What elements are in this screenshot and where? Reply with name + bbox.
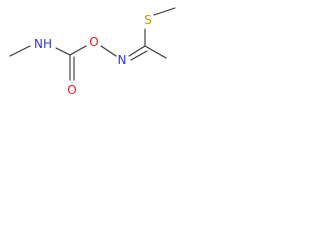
bonds: [9, 7, 176, 81]
bond-carbonyl-oether: [69, 45, 87, 56]
bond-c-methyl: [144, 45, 167, 59]
bond-n-c-1: [128, 45, 146, 57]
structure-canvas: NH O O N S: [0, 0, 190, 112]
bond-n-c-2: [130, 50, 148, 61]
atoms: NH O O N S: [34, 13, 152, 97]
atom-o-ether: O: [89, 35, 98, 49]
bond-s-methyl: [153, 7, 176, 16]
molecule-diagram: NH O O N S: [9, 7, 176, 97]
atom-s: S: [144, 13, 152, 27]
atom-o-carbonyl: O: [67, 83, 76, 97]
atom-nh: NH: [34, 37, 52, 51]
bond-nh-carbonyl: [55, 47, 71, 56]
bond-methyl-nh: [9, 45, 31, 57]
bond-oether-n: [100, 45, 117, 57]
atom-n-imine: N: [118, 53, 127, 67]
